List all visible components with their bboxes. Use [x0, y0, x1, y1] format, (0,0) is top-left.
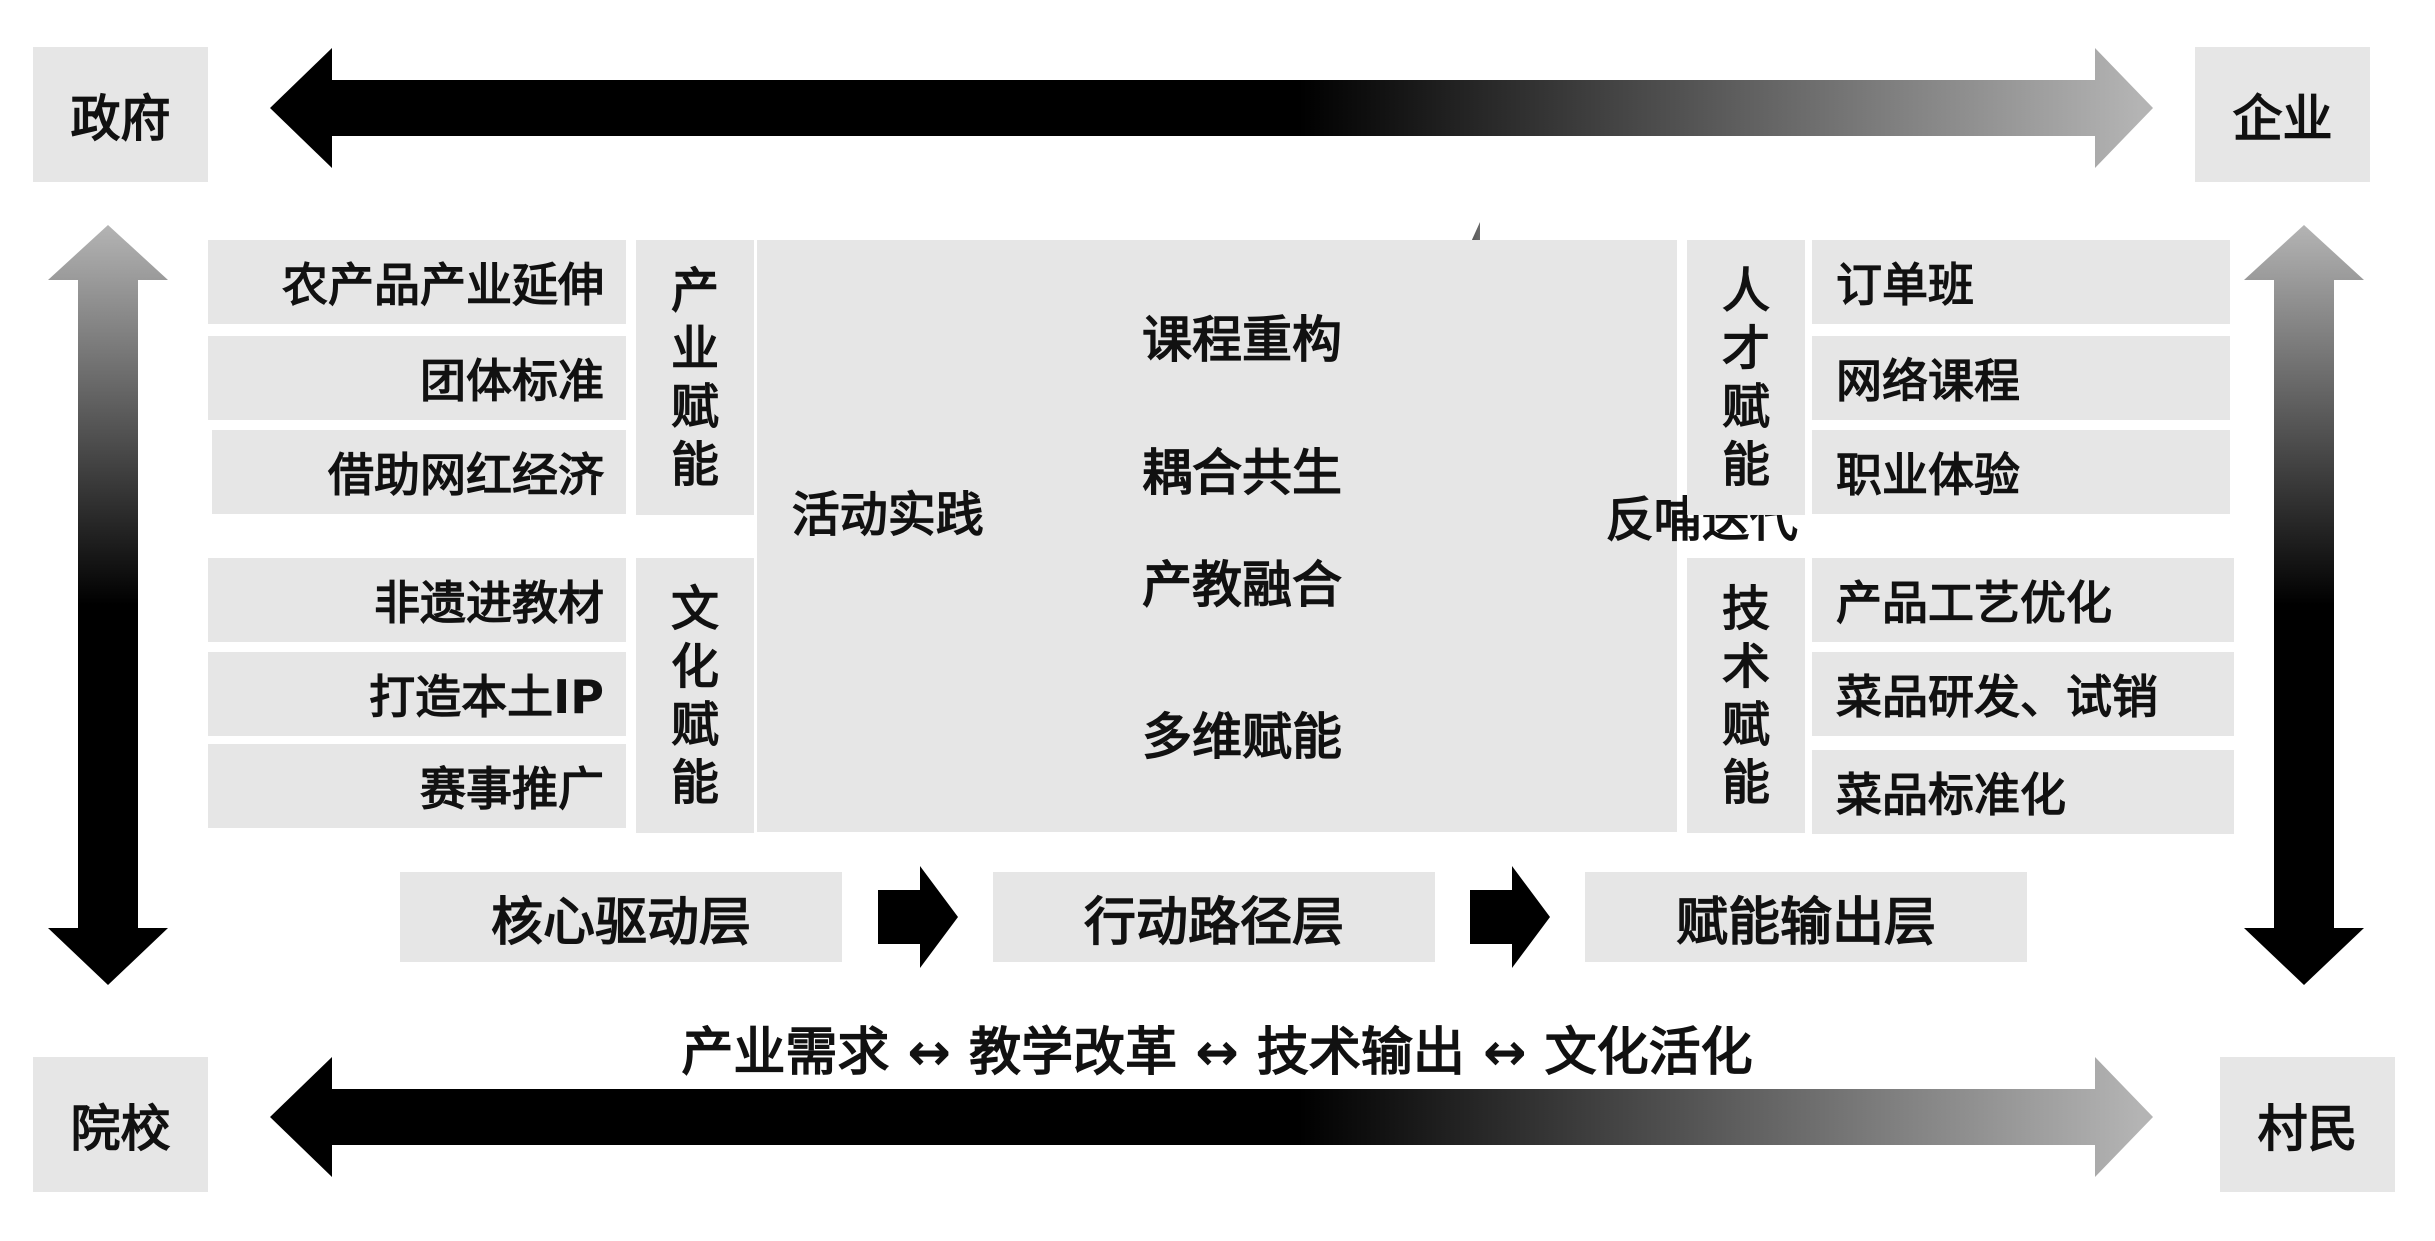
talent-item: 职业体验 [1812, 430, 2230, 514]
tech-item: 菜品标准化 [1812, 750, 2234, 834]
center-panel [757, 240, 1677, 832]
stakeholder-school: 院校 [33, 1057, 208, 1192]
center-item: 课程重构 [1142, 311, 1342, 369]
culture-item: 赛事推广 [208, 744, 626, 828]
activity-label: 活动实践 [792, 486, 984, 544]
layer-core-driving: 核心驱动层 [400, 872, 842, 962]
layer-arrow-1 [878, 866, 958, 968]
layer-arrow-2 [1470, 866, 1550, 968]
feedback-label: 反哺迭代 [1605, 492, 1798, 548]
bottom-double-arrow [270, 1057, 2153, 1177]
tech-item: 产品工艺优化 [1812, 558, 2234, 642]
talent-item: 订单班 [1812, 240, 2230, 324]
talent-label: 人才赋能 [1721, 262, 1770, 493]
tech-label-box: 技术赋能 [1687, 558, 1805, 833]
culture-item: 打造本土IP [208, 652, 626, 736]
talent-label-box: 人才赋能 [1687, 240, 1805, 515]
industry-item: 借助网红经济 [212, 430, 626, 514]
top-double-arrow [270, 48, 2153, 168]
center-item: 多维赋能 [1142, 708, 1342, 766]
center-item: 产教融合 [1142, 556, 1342, 614]
industry-label: 产业赋能 [670, 262, 719, 493]
layer-action-path: 行动路径层 [993, 872, 1435, 962]
culture-label-box: 文化赋能 [636, 558, 754, 833]
left-double-arrow [48, 225, 168, 985]
stakeholder-villagers: 村民 [2220, 1057, 2395, 1192]
culture-item: 非遗进教材 [208, 558, 626, 642]
talent-item: 网络课程 [1812, 336, 2230, 420]
right-double-arrow [2244, 225, 2364, 985]
industry-item: 农产品产业延伸 [208, 240, 626, 324]
center-item: 耦合共生 [1142, 444, 1342, 502]
layer-output: 赋能输出层 [1585, 872, 2027, 962]
activity-label-wrap: 活动实践 [786, 385, 984, 645]
culture-label: 文化赋能 [670, 580, 719, 811]
stakeholder-government: 政府 [33, 47, 208, 182]
industry-item: 团体标准 [208, 336, 626, 420]
industry-label-box: 产业赋能 [636, 240, 754, 515]
flow-line: 产业需求 ↔ 教学改革 ↔ 技术输出 ↔ 文化活化 [681, 1022, 1753, 1083]
tech-item: 菜品研发、试销 [1812, 652, 2234, 736]
tech-label: 技术赋能 [1721, 580, 1770, 811]
feedback-label-wrap: 反哺迭代 [1600, 390, 1798, 650]
stakeholder-enterprise: 企业 [2195, 47, 2370, 182]
